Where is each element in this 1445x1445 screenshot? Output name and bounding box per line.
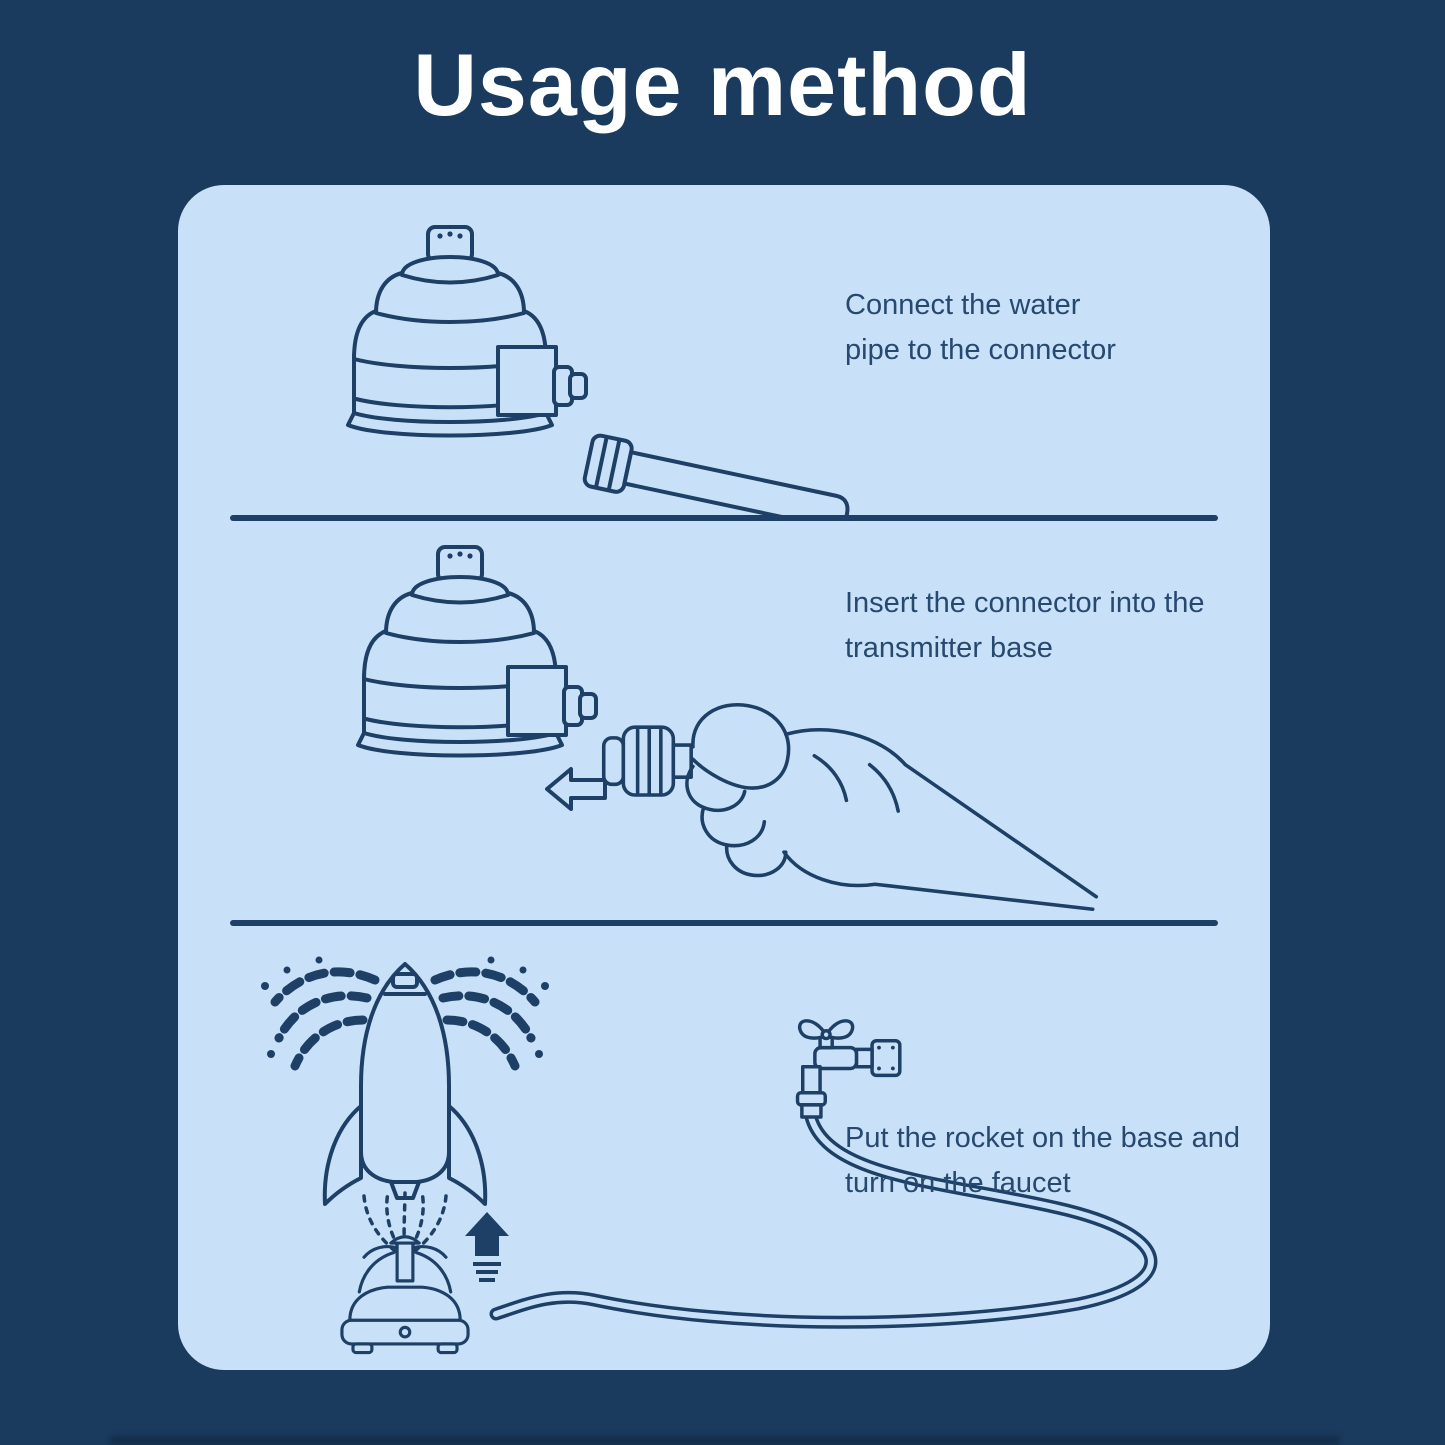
step1-caption: Connect the water pipe to the connector [845, 289, 1116, 366]
bottom-watermark-remnant [110, 1436, 1340, 1445]
page-title: Usage method [413, 35, 1032, 134]
water-pipe-connector-illustration [581, 432, 855, 515]
launcher-base-illustration [340, 1235, 470, 1355]
garden-hose-illustration [489, 1110, 1158, 1329]
faucet-illustration [795, 1019, 902, 1119]
left-arrow-icon [545, 767, 607, 811]
step-row-1: Connect the water pipe to the connector [230, 185, 1218, 515]
water-fountain-illustration [362, 1188, 448, 1260]
step-row-3: Put the rocket on the base and turn on t… [230, 926, 1240, 1370]
step3-illustration [230, 926, 1158, 1355]
up-arrow-icon [465, 1212, 509, 1282]
step-divider [230, 515, 1218, 521]
instruction-panel: Connect the water pipe to the connector … [178, 185, 1270, 1370]
step-row-2: Insert the connector into the transmitte… [230, 521, 1218, 920]
rocket-spraying-water-illustration [261, 957, 549, 1205]
hand-holding-connector-illustration [601, 702, 1099, 911]
step-divider [230, 920, 1218, 926]
sprinkler-transmitter-base-illustration [346, 225, 588, 438]
sprinkler-transmitter-base-illustration [356, 545, 598, 758]
step2-caption: Insert the connector into the transmitte… [845, 587, 1205, 664]
step3-caption: Put the rocket on the base and turn on t… [845, 1122, 1240, 1199]
